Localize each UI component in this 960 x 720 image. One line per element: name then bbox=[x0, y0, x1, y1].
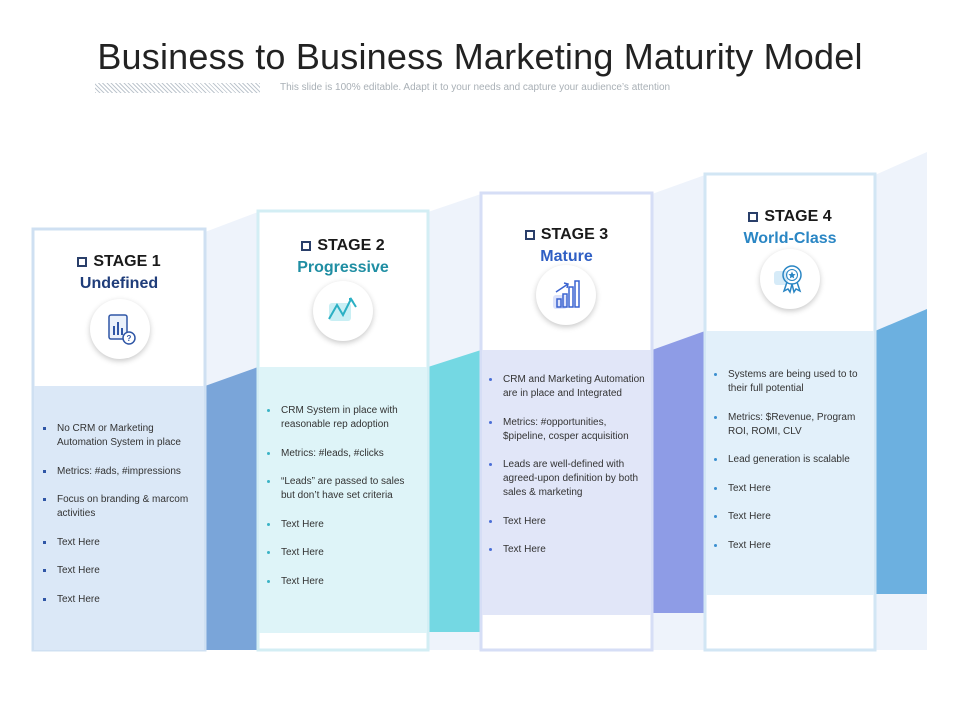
stage-3-bullets: CRM and Marketing Automation are in plac… bbox=[487, 373, 647, 572]
ribbon-connector-4 bbox=[875, 309, 927, 594]
list-item: Text Here bbox=[712, 510, 872, 524]
slide-title: Business to Business Marketing Maturity … bbox=[97, 36, 863, 77]
list-item: Systems are being used to to their full … bbox=[712, 368, 872, 396]
list-item: Lead generation is scalable bbox=[712, 453, 872, 467]
zigzag-arrow-icon bbox=[313, 281, 373, 341]
checkbox-icon bbox=[77, 257, 88, 267]
list-item: Focus on branding & marcom activities bbox=[41, 493, 201, 521]
stage-2-header: STAGE 2 Progressive bbox=[258, 237, 428, 277]
checkbox-icon bbox=[748, 212, 759, 222]
stage-4-header: STAGE 4 World-Class bbox=[705, 208, 875, 248]
stage-4-card: STAGE 4 World-Class Systems are being us… bbox=[705, 174, 875, 650]
stage-4-name: World-Class bbox=[743, 230, 837, 247]
slide-subtitle: This slide is 100% editable. Adapt it to… bbox=[280, 82, 671, 93]
stage-2-card: STAGE 2 Progressive CRM System in place … bbox=[258, 211, 428, 650]
ribbon-connector-2 bbox=[428, 350, 481, 632]
growth-chart-icon bbox=[536, 265, 596, 325]
list-item: Metrics: $Revenue, Program ROI, ROMI, CL… bbox=[712, 411, 872, 439]
stage-2-bullets: CRM System in place with reasonable rep … bbox=[265, 404, 421, 603]
stage-1-card: STAGE 1 Undefined ? No CRM or Marketing … bbox=[33, 229, 205, 650]
stage4-panel bbox=[706, 331, 874, 595]
list-item: Metrics: #opportunities, $pipeline, cosp… bbox=[487, 416, 647, 444]
stage-4-label: STAGE 4 bbox=[764, 208, 832, 225]
stage-3-card: STAGE 3 Mature CRM and Marketing Automat… bbox=[481, 193, 652, 650]
stage-2-label: STAGE 2 bbox=[317, 237, 385, 254]
list-item: Text Here bbox=[265, 546, 421, 560]
list-item: No CRM or Marketing Automation System in… bbox=[41, 422, 201, 450]
list-item: Leads are well-defined with agreed-upon … bbox=[487, 458, 647, 500]
list-item: Text Here bbox=[41, 593, 201, 607]
stage-3-label: STAGE 3 bbox=[540, 226, 609, 243]
list-item: CRM and Marketing Automation are in plac… bbox=[487, 373, 647, 401]
stage-4-bullets: Systems are being used to to their full … bbox=[712, 368, 872, 567]
list-item: CRM System in place with reasonable rep … bbox=[265, 404, 421, 432]
stage-1-name: Undefined bbox=[79, 275, 159, 292]
list-item: Text Here bbox=[487, 515, 647, 529]
award-badge-icon bbox=[760, 249, 820, 309]
list-item: Text Here bbox=[265, 575, 421, 589]
svg-text:?: ? bbox=[127, 334, 132, 343]
stage-2-name: Progressive bbox=[297, 259, 389, 276]
stage3-panel bbox=[482, 350, 651, 615]
document-question-icon: ? bbox=[90, 299, 150, 359]
ribbon-connector-3 bbox=[652, 331, 705, 613]
list-item: Text Here bbox=[265, 518, 421, 532]
list-item: Text Here bbox=[712, 482, 872, 496]
stage-3-header: STAGE 3 Mature bbox=[481, 226, 652, 266]
stage-3-name: Mature bbox=[540, 248, 593, 265]
checkbox-icon bbox=[301, 241, 312, 251]
stage2-panel bbox=[259, 367, 427, 633]
list-item: Metrics: #ads, #impressions bbox=[41, 465, 201, 479]
list-item: Metrics: #leads, #clicks bbox=[265, 447, 421, 461]
decorative-stripes bbox=[95, 83, 260, 93]
stage1-panel bbox=[34, 386, 204, 650]
list-item: Text Here bbox=[487, 543, 647, 557]
list-item: “Leads” are passed to sales but don’t ha… bbox=[265, 475, 421, 503]
list-item: Text Here bbox=[712, 539, 872, 553]
list-item: Text Here bbox=[41, 564, 201, 578]
stage-1-header: STAGE 1 Undefined bbox=[33, 253, 205, 293]
list-item: Text Here bbox=[41, 536, 201, 550]
checkbox-icon bbox=[524, 230, 535, 240]
stage-1-bullets: No CRM or Marketing Automation System in… bbox=[41, 422, 201, 621]
ribbon-connector-1 bbox=[205, 367, 258, 650]
stage-1-label: STAGE 1 bbox=[93, 253, 161, 270]
